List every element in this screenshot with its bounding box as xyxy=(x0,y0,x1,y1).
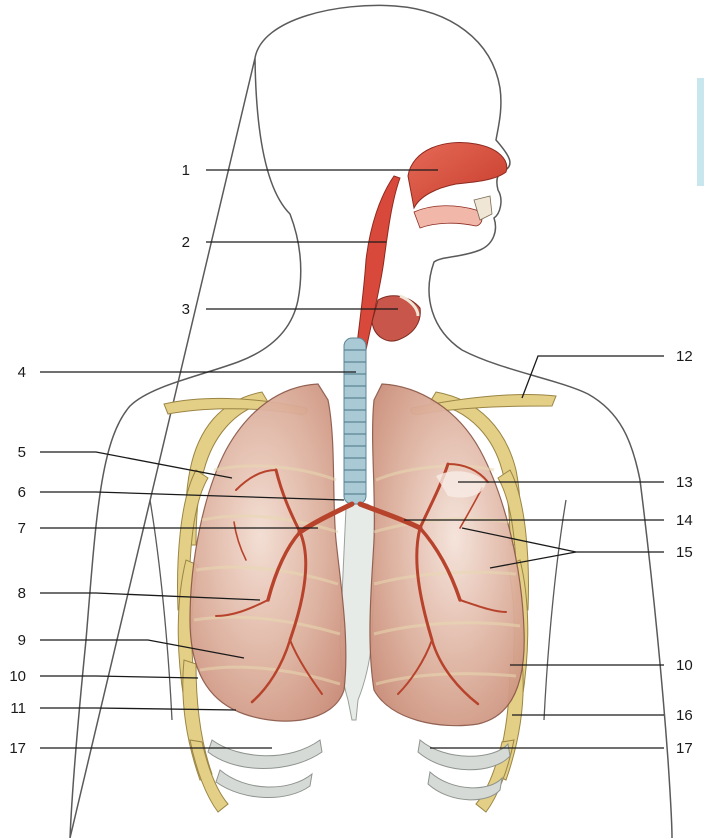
label-6: 6 xyxy=(18,484,26,501)
labels-left: 1 2 3 4 5 6 7 8 9 10 11 17 xyxy=(9,162,190,757)
label-2: 2 xyxy=(182,234,190,251)
label-17-right: 17 xyxy=(676,740,693,757)
label-4: 4 xyxy=(18,364,26,381)
nasal-cavity xyxy=(408,142,507,208)
edge-accent-bar xyxy=(697,78,704,186)
label-12: 12 xyxy=(676,348,693,365)
label-13: 13 xyxy=(676,474,693,491)
label-7: 7 xyxy=(18,520,26,537)
label-14: 14 xyxy=(676,512,693,529)
label-10-left: 10 xyxy=(9,668,26,685)
label-11: 11 xyxy=(10,700,26,717)
label-17-left: 17 xyxy=(9,740,26,757)
costal-cartilage xyxy=(208,740,510,800)
oral-cavity xyxy=(414,206,482,228)
label-3: 3 xyxy=(182,301,190,318)
arm-line-right xyxy=(544,500,566,720)
trachea xyxy=(344,338,366,504)
label-10-right: 10 xyxy=(676,657,693,674)
larynx xyxy=(372,296,420,341)
labels-right: 12 13 14 15 10 16 17 xyxy=(676,348,693,757)
label-16: 16 xyxy=(676,707,693,724)
body-outline xyxy=(70,5,672,838)
label-9: 9 xyxy=(18,632,26,649)
arm-line-left xyxy=(150,500,172,720)
label-8: 8 xyxy=(18,585,26,602)
label-5: 5 xyxy=(18,444,26,461)
label-15: 15 xyxy=(676,544,693,561)
label-1: 1 xyxy=(182,162,190,179)
